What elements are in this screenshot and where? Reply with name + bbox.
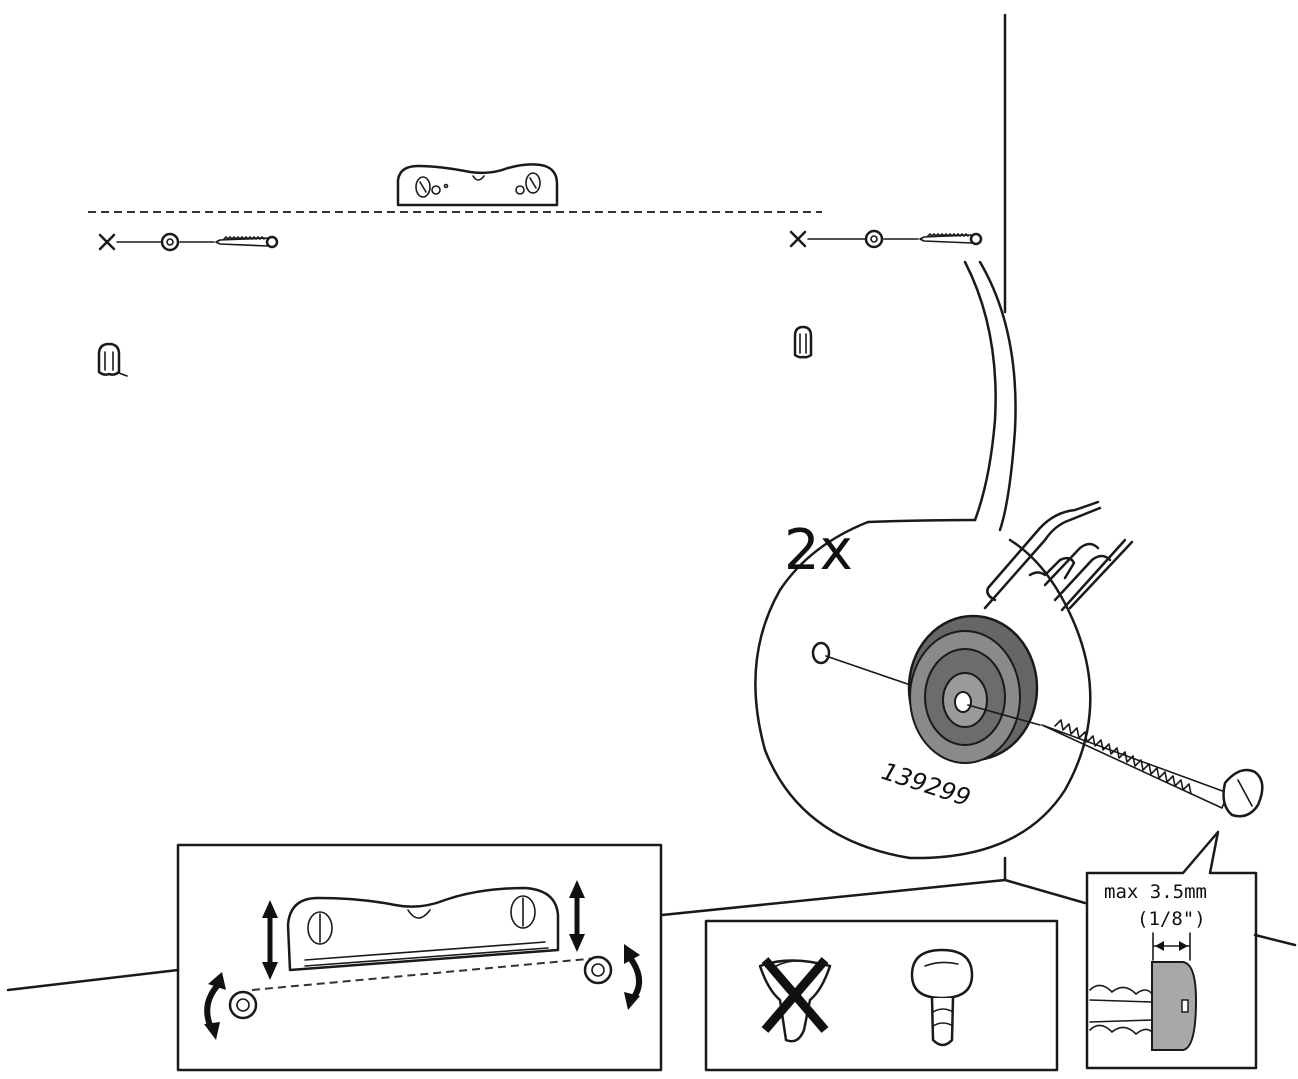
left-mount-point: [97, 232, 279, 377]
level-adjust-panel: [176, 843, 663, 1072]
part-number-label: 139299: [878, 757, 974, 812]
screw-icon: [1041, 719, 1264, 818]
screw-icon: [919, 232, 983, 246]
quantity-label: 2x: [784, 518, 853, 583]
detail-callout: 2x 139299: [754, 500, 1264, 860]
max-depth-inch-label: (1/8"): [1137, 908, 1206, 930]
washer-icon: [228, 990, 258, 1020]
spirit-level-icon: [396, 163, 559, 207]
washer-icon: [583, 955, 613, 985]
screw-icon: [215, 235, 279, 249]
wall-plug-icon: [97, 342, 128, 377]
callout-leader: [963, 260, 1017, 532]
drill-x-mark-icon: [789, 230, 807, 248]
drill-x-mark-icon: [98, 233, 116, 251]
pointing-hand-icon: [983, 500, 1134, 612]
wrong-screw-head-icon: [758, 957, 832, 1043]
wall-plug-icon: [793, 325, 813, 359]
depth-spec-panel: max 3.5mm (1/8"): [1085, 830, 1258, 1070]
max-depth-label: max 3.5mm: [1104, 881, 1207, 903]
washer-icon: [160, 232, 180, 252]
washer-icon: [864, 229, 884, 249]
washer-icon: [907, 614, 1039, 764]
adjust-arrows-icon: [204, 880, 642, 1040]
correct-screw-head-icon: [910, 948, 974, 1047]
right-mount-point: [789, 229, 983, 359]
screw-head-panel: [704, 919, 1059, 1072]
room-lines: [6, 13, 1297, 992]
